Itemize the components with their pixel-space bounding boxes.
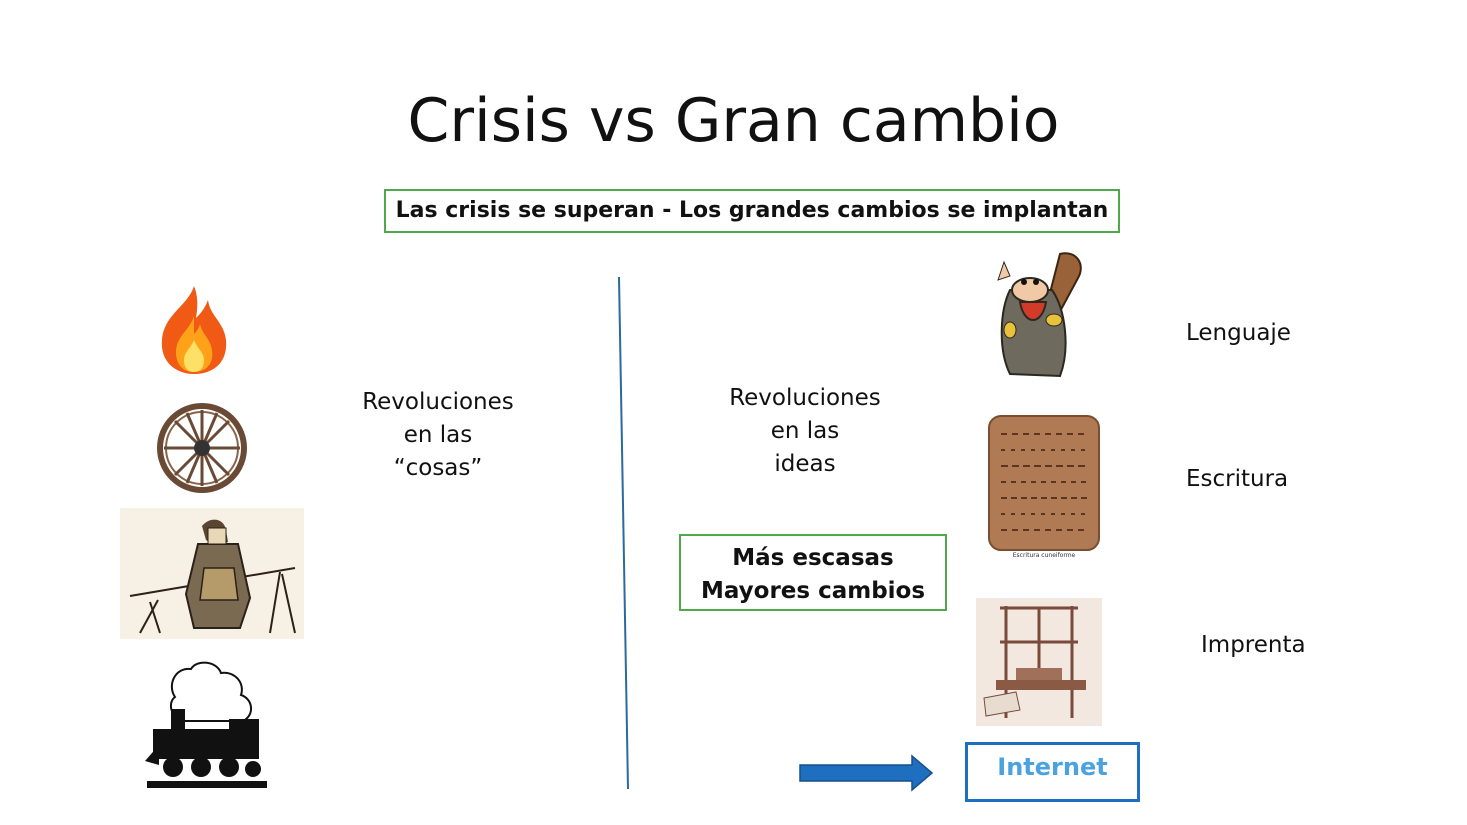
tagline-box: Las crisis se superan - Los grandes camb… bbox=[384, 189, 1120, 233]
printing-press-icon bbox=[976, 598, 1102, 726]
emphasis-line: Mayores cambios bbox=[700, 578, 926, 604]
caveman-icon bbox=[990, 250, 1086, 382]
cuneiform-tablet-icon: Escritura cuneiforme bbox=[987, 412, 1101, 564]
right-caption: Revoluciones en las ideas bbox=[697, 382, 913, 481]
label-lenguaje: Lenguaje bbox=[1186, 320, 1291, 346]
left-caption-line: en las bbox=[403, 422, 473, 448]
emphasis-line: Más escasas bbox=[732, 545, 894, 571]
emphasis-box: Más escasas Mayores cambios bbox=[679, 534, 947, 611]
right-caption-line: en las bbox=[770, 418, 840, 444]
warrior-with-gun-icon bbox=[120, 508, 304, 639]
steam-locomotive-icon bbox=[145, 657, 269, 789]
left-caption: Revoluciones en las “cosas” bbox=[330, 386, 546, 485]
label-imprenta: Imprenta bbox=[1201, 632, 1306, 658]
left-caption-line: Revoluciones bbox=[362, 389, 514, 415]
wheel-icon bbox=[157, 402, 247, 494]
left-caption-line: “cosas” bbox=[393, 455, 483, 481]
slide-title: Crisis vs Gran cambio bbox=[407, 86, 1060, 156]
fire-icon bbox=[148, 280, 240, 380]
right-caption-line: Revoluciones bbox=[729, 385, 881, 411]
label-escritura: Escritura bbox=[1186, 466, 1289, 492]
divider-line bbox=[618, 277, 630, 789]
right-arrow-icon bbox=[798, 754, 934, 792]
tablet-caption: Escritura cuneiforme bbox=[1012, 552, 1076, 559]
internet-box: Internet bbox=[965, 742, 1140, 802]
right-caption-line: ideas bbox=[774, 451, 836, 477]
